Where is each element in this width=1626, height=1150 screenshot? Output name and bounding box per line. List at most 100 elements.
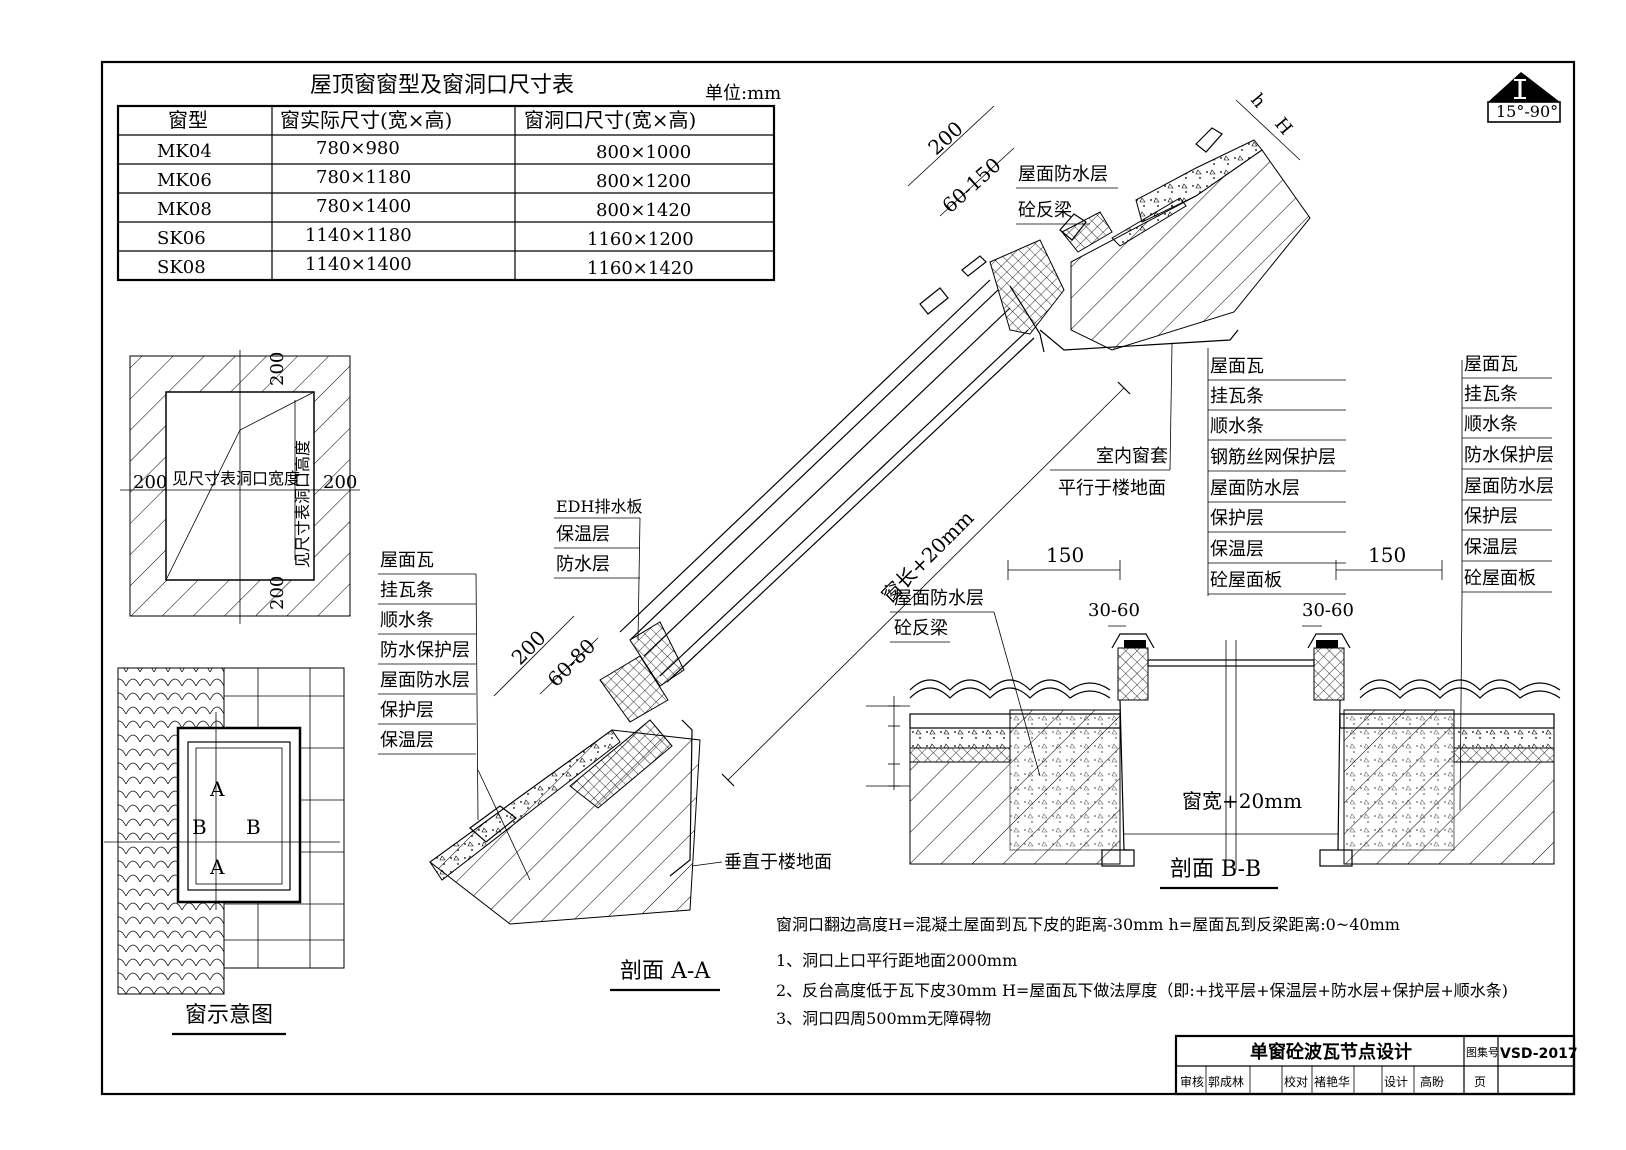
bb-right-layer-list: 屋面瓦 挂瓦条 顺水条 防水保护层 屋面防水层 保护层 保温层 砼屋面板 xyxy=(1462,354,1554,593)
layer-label: 保护层 xyxy=(1464,506,1518,527)
window-mark-b-left: B xyxy=(192,815,207,839)
bb-dim-30-60-left: 30-60 xyxy=(1088,600,1140,621)
aa-upper-layer-list: 屋面瓦 挂瓦条 顺水条 钢筋丝网保护层 屋面防水层 保护层 保温层 砼屋面板 xyxy=(1208,356,1346,595)
layer-label: 屋面瓦 xyxy=(380,550,434,571)
title-block-reviewer: 郭成林 xyxy=(1208,1075,1244,1089)
window-mark-b-right: B xyxy=(246,815,261,839)
table-cell: SK06 xyxy=(157,228,206,249)
notes-formula: 窗洞口翻边高度H=混凝土屋面到瓦下皮的距离-30mm h=屋面瓦到反梁距离:0~… xyxy=(776,915,1400,934)
slope-badge: 15°-90° xyxy=(1487,72,1561,123)
layer-label: 保温层 xyxy=(380,730,434,751)
layer-label: 保护层 xyxy=(380,700,434,721)
aa-top-label-beam: 砼反梁 xyxy=(1018,200,1072,221)
layer-label: 屋面防水层 xyxy=(380,670,470,691)
title-block-atlas-label: 图集号 xyxy=(1466,1045,1499,1059)
bb-caption: 剖面 B-B xyxy=(1170,857,1261,882)
aa-top-dim-60-150: 60-150 xyxy=(937,153,1005,218)
layer-label: 保护层 xyxy=(1210,508,1264,529)
layer-label: 防水保护层 xyxy=(380,640,470,661)
layer-label: 顺水条 xyxy=(1210,416,1264,437)
title-block-designer: 高盼 xyxy=(1420,1074,1444,1089)
size-table: 屋顶窗窗型及窗洞口尺寸表 单位:mm 窗型 窗实际尺寸(宽×高) 窗洞口尺寸(宽… xyxy=(116,73,781,282)
layer-label: 顺水条 xyxy=(380,610,434,631)
table-title: 屋顶窗窗型及窗洞口尺寸表 xyxy=(310,73,574,98)
window-diagram: A B B A 窗示意图 xyxy=(104,667,345,1036)
aa-lower-dim-200: 200 xyxy=(507,626,551,670)
aa-lower-layer-list: 屋面瓦 挂瓦条 顺水条 防水保护层 屋面防水层 保护层 保温层 xyxy=(378,550,476,755)
aa-flashing-label-edh: EDH排水板 xyxy=(556,497,642,516)
plan-dim-top: 200 xyxy=(267,352,288,386)
title-block-page-label: 页 xyxy=(1474,1075,1486,1089)
aa-top-label-waterproof: 屋面防水层 xyxy=(1018,164,1108,185)
table-cell: 780×980 xyxy=(316,138,400,159)
table-header-actual: 窗实际尺寸(宽×高) xyxy=(280,108,452,132)
layer-label: 屋面防水层 xyxy=(1464,476,1554,497)
table-cell: MK08 xyxy=(157,199,212,220)
layer-label: 钢筋丝网保护层 xyxy=(1210,447,1336,468)
table-cell: 1140×1400 xyxy=(305,254,412,275)
plan-width-note: 见尺寸表洞口宽度 xyxy=(172,469,300,488)
title-block-check-label: 校对 xyxy=(1284,1074,1308,1089)
title-block-atlas-no: VSD-2017 xyxy=(1500,1046,1578,1062)
plan-dim-right: 200 xyxy=(323,472,357,493)
table-cell: 780×1180 xyxy=(316,167,411,188)
notes-item-1: 1、洞口上口平行距地面2000mm xyxy=(776,951,1017,970)
slope-range: 15°-90° xyxy=(1496,102,1558,121)
window-diagram-caption: 窗示意图 xyxy=(185,1003,273,1028)
layer-label: 挂瓦条 xyxy=(1210,386,1264,407)
layer-label: 挂瓦条 xyxy=(1464,384,1518,405)
aa-caption: 剖面 A-A xyxy=(620,959,711,984)
bb-dim-150-left: 150 xyxy=(1046,543,1084,567)
title-block-review-label: 审核 xyxy=(1180,1074,1204,1089)
table-cell: 800×1200 xyxy=(596,171,691,192)
plan-dim-bottom: 200 xyxy=(267,576,288,610)
title-block-checker: 褚艳华 xyxy=(1314,1074,1350,1089)
notes-item-2: 2、反台高度低于瓦下皮30mm H=屋面瓦下做法厚度（即:+找平层+保温层+防水… xyxy=(776,981,1508,1000)
title-block: 单窗砼波瓦节点设计 图集号 VSD-2017 审核 郭成林 校对 褚艳华 设计 … xyxy=(1174,1034,1578,1096)
table-cell: 780×1400 xyxy=(316,196,411,217)
aa-perp-label: 垂直于楼地面 xyxy=(724,852,832,873)
table-header-type: 窗型 xyxy=(168,108,208,132)
notes: 窗洞口翻边高度H=混凝土屋面到瓦下皮的距离-30mm h=屋面瓦到反梁距离:0~… xyxy=(776,915,1508,1028)
aa-flashing-label-insul: 保温层 xyxy=(556,524,610,545)
layer-label: 保温层 xyxy=(1210,539,1264,560)
table-cell: 800×1420 xyxy=(596,200,691,221)
sheet-border xyxy=(100,60,1576,1096)
plan-height-note: 见尺寸表洞口高度 xyxy=(293,440,312,568)
title-block-title: 单窗砼波瓦节点设计 xyxy=(1250,1041,1412,1063)
layer-label: 顺水条 xyxy=(1464,414,1518,435)
aa-top-dim-200: 200 xyxy=(923,116,967,159)
aa-inner-label-parallel: 平行于楼地面 xyxy=(1058,478,1166,499)
plan-dim-left: 200 xyxy=(133,472,167,493)
table-cell: 1140×1180 xyxy=(305,225,412,246)
bb-dim-30-60-right: 30-60 xyxy=(1302,600,1354,621)
window-mark-a-top: A xyxy=(209,777,225,801)
section-aa: 200 60-150 屋面防水层 砼反梁 h H 屋面瓦 挂瓦条 顺水条 钢筋丝… xyxy=(378,90,1346,992)
layer-label: 砼屋面板 xyxy=(1464,568,1536,589)
layer-label: 保温层 xyxy=(1464,537,1518,558)
aa-flashing-label-wp: 防水层 xyxy=(556,554,610,575)
table-cell: SK08 xyxy=(157,257,206,278)
table-cell: 1160×1420 xyxy=(587,258,694,279)
bb-label-beam: 砼反梁 xyxy=(894,618,948,639)
aa-lower-dim-60-80: 60-80 xyxy=(543,634,601,692)
table-unit: 单位:mm xyxy=(705,83,781,104)
opening-plan: 200 200 200 200 见尺寸表洞口宽度 见尺寸表洞口高度 xyxy=(120,350,360,624)
table-cell: MK06 xyxy=(157,170,212,191)
aa-inner-label-casing: 室内窗套 xyxy=(1096,446,1168,467)
table-cell: 800×1000 xyxy=(596,142,691,163)
layer-label: 砼屋面板 xyxy=(1210,570,1282,591)
bb-dim-150-right: 150 xyxy=(1368,543,1406,567)
bb-width-dim: 窗宽+20mm xyxy=(1182,789,1302,813)
aa-dim-h-small: h xyxy=(1246,90,1270,113)
section-bb: 150 150 30-60 30-60 屋面防水层 砼反梁 窗宽+20mm 屋面… xyxy=(866,354,1561,890)
table-cell: 1160×1200 xyxy=(587,229,694,250)
layer-label: 屋面瓦 xyxy=(1210,356,1264,377)
layer-label: 挂瓦条 xyxy=(380,580,434,601)
bb-label-waterproof: 屋面防水层 xyxy=(894,588,984,609)
layer-label: 屋面防水层 xyxy=(1210,478,1300,499)
title-block-design-label: 设计 xyxy=(1384,1075,1408,1089)
table-header-opening: 窗洞口尺寸(宽×高) xyxy=(524,108,696,132)
notes-item-3: 3、洞口四周500mm无障碍物 xyxy=(776,1009,991,1028)
window-mark-a-bottom: A xyxy=(209,855,225,879)
